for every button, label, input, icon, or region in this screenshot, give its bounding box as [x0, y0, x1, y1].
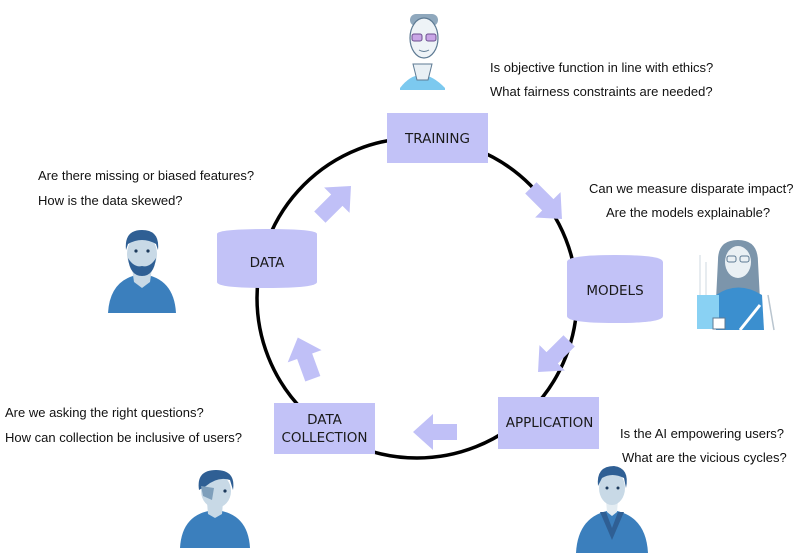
stage-data: DATA	[217, 229, 317, 288]
data-question-1: Are there missing or biased features?	[38, 168, 255, 183]
stage-data-collection: DATA COLLECTION	[274, 403, 375, 454]
data-collection-question-2: How can collection be inclusive of users…	[5, 430, 243, 445]
arrow-icon	[314, 186, 351, 223]
training-question-1: Is objective function in line with ethic…	[490, 60, 714, 75]
person-with-hair-icon	[180, 470, 250, 548]
arrow-icon	[413, 414, 457, 450]
models-question-1: Can we measure disparate impact?	[589, 181, 794, 196]
arrow-icon	[525, 182, 562, 219]
stage-training: TRAINING	[387, 113, 488, 163]
data-collection-question-1: Are we asking the right questions?	[5, 405, 204, 420]
data-question-2: How is the data skewed?	[38, 193, 183, 208]
arrow-icon	[538, 335, 575, 372]
person-with-glasses-icon	[400, 14, 445, 90]
man-in-sweater-icon	[576, 466, 648, 553]
stage-data-collection-label-line2: COLLECTION	[281, 430, 367, 446]
stage-application: APPLICATION	[498, 397, 599, 449]
models-question-2: Are the models explainable?	[606, 205, 771, 220]
stage-models: MODELS	[567, 255, 663, 323]
stage-training-label: TRAINING	[404, 131, 470, 147]
stage-data-collection-label-line1: DATA	[307, 412, 343, 428]
stage-models-label: MODELS	[586, 283, 643, 299]
application-question-2: What are the vicious cycles?	[622, 450, 787, 465]
stage-data-label: DATA	[250, 255, 286, 271]
bearded-man-icon	[108, 230, 176, 313]
application-question-1: Is the AI empowering users?	[620, 426, 785, 441]
training-question-2: What fairness constraints are needed?	[490, 84, 713, 99]
woman-at-laptop-icon	[697, 240, 775, 331]
arrow-icon	[287, 337, 322, 382]
stage-application-label: APPLICATION	[506, 415, 594, 431]
